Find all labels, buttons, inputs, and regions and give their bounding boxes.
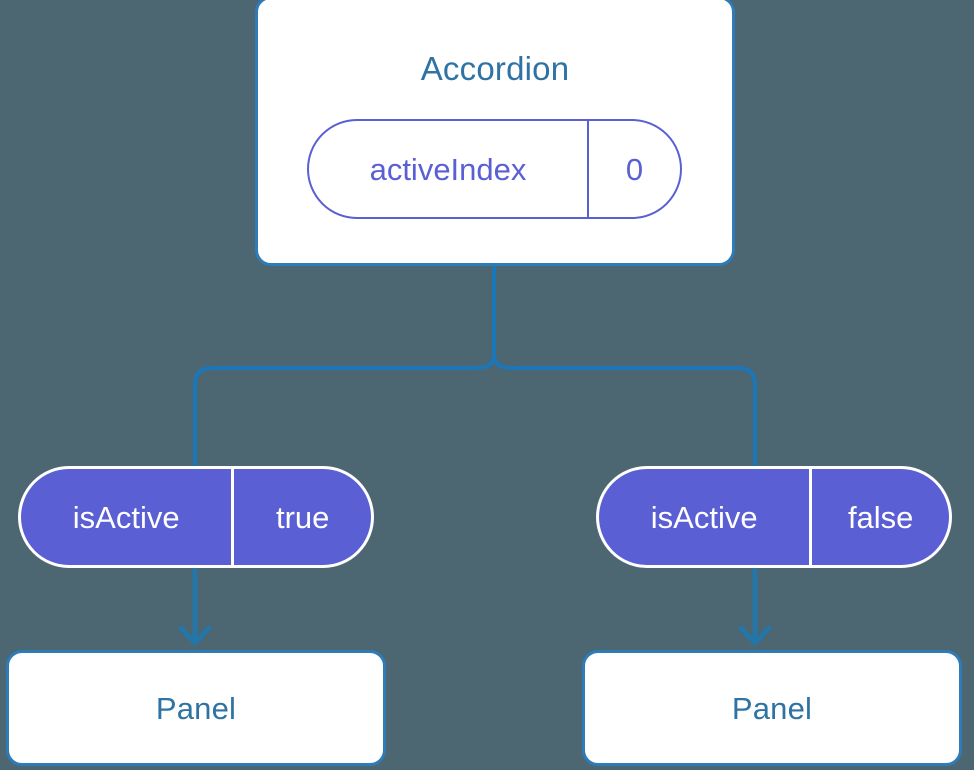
arrowhead-down-icon (178, 625, 212, 646)
connector-branch-right (492, 263, 757, 468)
connector-branch-left (193, 263, 496, 468)
prop-pill-is-active-false-value: false (809, 469, 949, 565)
prop-pill-active-index[interactable]: activeIndex 0 (307, 119, 682, 219)
accordion-card-title: Accordion (420, 50, 570, 87)
arrowhead-down-icon (738, 625, 772, 646)
panel-card-left-title: Panel (155, 690, 237, 726)
prop-pill-is-active-false[interactable]: isActive false (596, 466, 952, 568)
prop-pill-is-active-true-value: true (231, 469, 371, 565)
prop-pill-is-active-true[interactable]: isActive true (18, 466, 374, 568)
panel-card-right[interactable]: Panel (582, 650, 962, 766)
arrow-right-pill-to-panel (738, 567, 772, 646)
prop-pill-active-index-key: activeIndex (369, 151, 527, 187)
prop-pill-active-index-value: 0 (586, 121, 680, 217)
panel-card-right-title: Panel (731, 690, 813, 726)
prop-pill-is-active-true-key: isActive (72, 499, 180, 535)
arrow-left-pill-to-panel (178, 567, 212, 646)
prop-pill-is-active-false-key: isActive (650, 499, 758, 535)
panel-card-left[interactable]: Panel (6, 650, 386, 766)
